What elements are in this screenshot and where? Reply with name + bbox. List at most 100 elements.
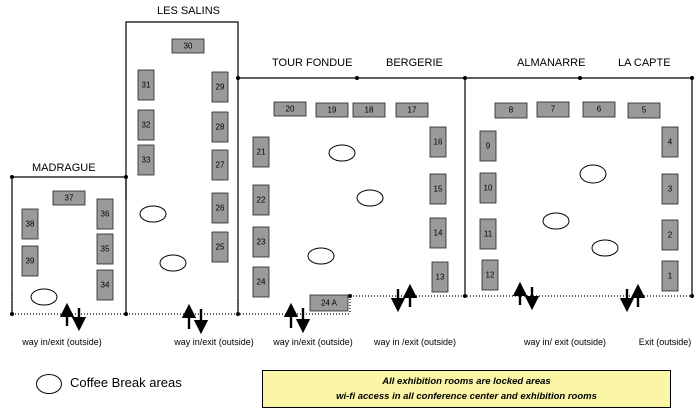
svg-text:12: 12 [486, 271, 495, 280]
svg-text:8: 8 [509, 106, 514, 115]
coffee-area [30, 288, 58, 306]
svg-text:4: 4 [668, 138, 673, 147]
arrow-la-capte [619, 283, 646, 313]
booth-16: 16 [429, 126, 447, 158]
svg-text:2: 2 [668, 231, 673, 240]
svg-text:26: 26 [216, 204, 225, 213]
room-label-madrague: MADRAGUE [32, 162, 96, 174]
room-label-almanarre: ALMANARRE [517, 57, 585, 69]
booth-31: 31 [137, 69, 155, 101]
booth-11: 11 [479, 218, 497, 250]
svg-text:35: 35 [101, 245, 110, 254]
notice-line-1: All exhibition rooms are locked areas [382, 376, 551, 387]
svg-text:20: 20 [286, 105, 295, 114]
exit-label-tour-fondue: way in/exit (outside) [272, 337, 353, 347]
exit-label-les-salins: way in/exit (outside) [173, 337, 254, 347]
coffee-area [139, 205, 167, 223]
svg-text:19: 19 [328, 106, 337, 115]
svg-text:14: 14 [434, 229, 443, 238]
booth-9: 9 [479, 130, 497, 162]
exit-label-la-capte: Exit (outside) [639, 337, 692, 347]
booth-14: 14 [429, 217, 447, 249]
booth-7: 7 [536, 101, 570, 118]
arrow-madrague [59, 302, 87, 332]
booth-24: 24 [252, 266, 270, 298]
svg-text:37: 37 [65, 194, 74, 203]
arrow-tour-fondue [283, 302, 311, 334]
booth-23: 23 [252, 226, 270, 258]
booth-33: 33 [137, 144, 155, 176]
booth-20: 20 [273, 101, 307, 117]
svg-text:3: 3 [668, 185, 673, 194]
coffee-area [579, 164, 607, 184]
booth-13: 13 [431, 261, 449, 293]
svg-text:31: 31 [142, 81, 151, 90]
arrow-les-salins [181, 303, 209, 335]
booths: 30 31 32 33 29 28 27 26 25 37 38 39 36 3… [21, 38, 679, 312]
booth-15: 15 [429, 173, 447, 205]
coffee-area [542, 212, 570, 230]
booth-3: 3 [661, 173, 679, 205]
exit-label-almanarre: way in/ exit (outside) [523, 337, 606, 347]
svg-text:5: 5 [642, 106, 647, 115]
coffee-area [159, 254, 187, 272]
coffee-area [307, 247, 335, 265]
entrance-arrows [59, 281, 646, 335]
svg-text:9: 9 [486, 142, 491, 151]
booth-22: 22 [252, 184, 270, 216]
svg-text:22: 22 [257, 196, 266, 205]
svg-text:38: 38 [26, 220, 35, 229]
svg-text:39: 39 [26, 257, 35, 266]
booth-29: 29 [211, 71, 229, 103]
arrow-bergerie [390, 283, 418, 313]
svg-text:16: 16 [434, 138, 443, 147]
exit-label-bergerie: way in /exit (outside) [373, 337, 456, 347]
svg-text:13: 13 [436, 273, 445, 282]
booth-25: 25 [211, 231, 229, 263]
legend-coffee-break: Coffee Break areas [36, 372, 236, 396]
svg-text:15: 15 [434, 185, 443, 194]
svg-text:34: 34 [101, 281, 110, 290]
booth-35: 35 [96, 233, 114, 265]
svg-text:21: 21 [257, 148, 266, 157]
booth-10: 10 [479, 172, 497, 204]
svg-text:32: 32 [142, 121, 151, 130]
booth-30: 30 [171, 38, 205, 54]
booth-5: 5 [627, 102, 661, 119]
notice-line-2: wi-fi access in all conference center an… [336, 391, 597, 402]
svg-text:29: 29 [216, 83, 225, 92]
booth-36: 36 [96, 198, 114, 230]
booth-1: 1 [661, 260, 679, 292]
svg-text:28: 28 [216, 123, 225, 132]
notice-box: All exhibition rooms are locked areas wi… [262, 370, 671, 408]
wall-junction-dots [10, 76, 694, 316]
svg-text:33: 33 [142, 156, 151, 165]
booth-18: 18 [352, 102, 386, 118]
room-label-bergerie: BERGERIE [386, 57, 443, 69]
svg-text:18: 18 [365, 106, 374, 115]
coffee-break-legend-label: Coffee Break areas [70, 375, 182, 390]
svg-text:24: 24 [257, 278, 266, 287]
svg-text:11: 11 [484, 230, 493, 239]
coffee-break-areas [30, 144, 619, 306]
booth-28: 28 [211, 111, 229, 143]
booth-19: 19 [315, 102, 349, 118]
booth-37: 37 [52, 190, 86, 206]
svg-text:6: 6 [597, 105, 602, 114]
booth-6: 6 [582, 101, 616, 118]
booth-24a: 24 A [309, 294, 349, 312]
svg-text:23: 23 [257, 238, 266, 247]
booth-34: 34 [96, 269, 114, 301]
arrow-almanarre [512, 281, 540, 311]
booth-8: 8 [494, 102, 528, 119]
booth-4: 4 [661, 126, 679, 158]
room-label-tour-fondue: TOUR FONDUE [272, 57, 352, 69]
booth-26: 26 [211, 192, 229, 224]
svg-text:1: 1 [668, 272, 673, 281]
booth-21: 21 [252, 136, 270, 168]
svg-text:30: 30 [184, 42, 193, 51]
booth-17: 17 [395, 102, 429, 118]
booth-39: 39 [21, 245, 39, 277]
booth-2: 2 [661, 219, 679, 251]
svg-text:10: 10 [484, 184, 493, 193]
